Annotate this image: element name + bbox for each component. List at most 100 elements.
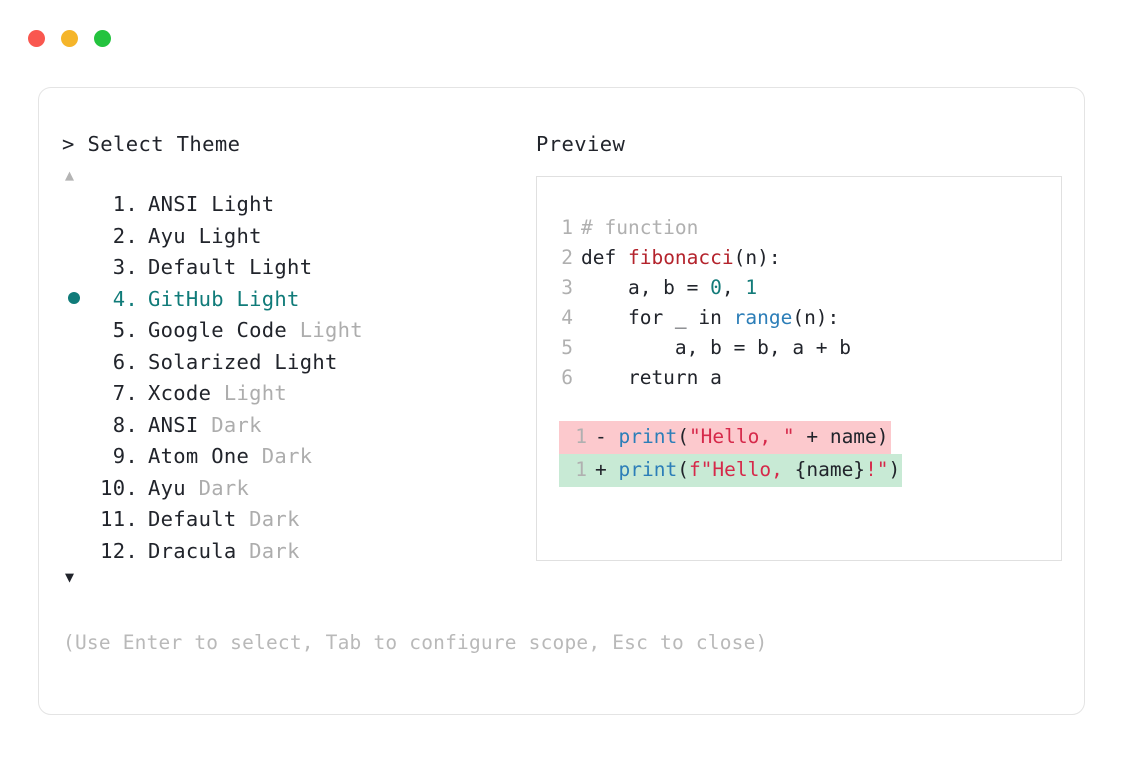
theme-item-index: 2. [112,223,138,248]
code-token: + name) [794,425,889,448]
line-number: 2 [561,246,573,269]
theme-list-item[interactable]: 5.Google Code Light [62,318,532,350]
theme-item-variant: Dark [249,444,313,468]
code-token: "Hello, " [688,425,795,448]
theme-list-item[interactable]: 12. Dracula Dark [62,539,532,571]
line-number: 4 [561,306,573,329]
theme-list-item[interactable]: 8. ANSI Dark [62,413,532,445]
theme-list-item[interactable]: 3. Default Light [62,255,532,287]
scroll-down-icon[interactable]: ▼ [65,568,75,586]
code-token: fibonacci [627,246,734,269]
code-line: 1# function [551,213,1061,243]
theme-item-variant: Dark [236,507,300,531]
theme-item-index: 10. [100,475,138,500]
theme-item-name: Default Light [148,255,313,279]
line-number: 1 [575,425,587,448]
line-number: 1 [575,458,587,481]
theme-item-index: 12. [100,538,138,563]
theme-item-index: 4. [112,286,138,311]
code-token: (n): [792,306,840,329]
code-token: range [733,306,793,329]
theme-item-index: 9. [112,444,138,468]
diff-highlight: 1 + print(f"Hello, {name}!") [559,454,903,487]
code-line: 5 a, b = b, a + b [551,333,1061,363]
theme-item-variant: Dark [236,538,300,563]
code-line: 4 for _ in range(n): [551,303,1061,333]
code-token: {name} [794,458,866,481]
code-token: # function [581,216,699,239]
diff-marker: - [595,425,619,448]
diff-line-add: 1 + print(f"Hello, {name}!") [551,454,1061,487]
code-token: 0 [710,276,722,299]
line-number: 5 [561,336,573,359]
maximize-window-button[interactable] [94,30,111,47]
theme-list-item[interactable]: 11. Default Dark [62,507,532,539]
keyboard-hint: (Use Enter to select, Tab to configure s… [63,631,768,654]
code-token: a, b = [581,276,711,299]
code-token: a, b = b, a + b [581,336,852,359]
theme-item-name: Ayu [148,475,186,500]
theme-list: 1. ANSI Light 2. Ayu Light 3. Default Light 4.… [62,192,532,570]
preview-label: Preview [536,132,626,156]
theme-list-item[interactable]: 9. Atom One Dark [62,444,532,476]
code-token: 1 [745,276,758,299]
theme-item-name: Default [148,507,237,531]
theme-list-item[interactable]: 7.Xcode Light [62,381,532,413]
theme-item-index: 6. [112,349,138,374]
line-number: 6 [561,366,573,389]
theme-item-name: Atom One [148,444,250,468]
theme-list-item[interactable]: 4. GitHub Light [62,287,532,319]
theme-selector-card: > Select Theme ▲ 1. ANSI Light 2. Ayu Light… [38,87,1085,715]
theme-item-name: Solarized Light [148,349,338,374]
theme-item-variant: Light [211,381,288,405]
theme-selector-panel: > Select Theme ▲ 1. ANSI Light 2. Ayu Light… [62,132,532,588]
theme-item-index: 8. [112,412,138,437]
theme-list-item[interactable]: 2. Ayu Light [62,224,532,256]
theme-item-name: Xcode [148,381,212,405]
window-controls [28,30,111,47]
selected-bullet-icon [68,291,80,304]
code-token: for _ in [581,306,734,329]
theme-item-variant: Dark [185,475,250,500]
code-token: , [721,276,746,299]
theme-item-name: Google Code [148,318,288,342]
theme-item-name: Ayu Light [148,223,262,248]
close-window-button[interactable] [28,30,45,47]
code-line: 6 return a [551,363,1061,393]
theme-item-index: 5. [112,318,138,342]
selection-bullet-cell [62,287,92,311]
code-token: print [618,458,678,481]
theme-item-index: 3. [112,255,138,279]
code-token: f"Hello, [688,458,795,481]
code-line: 2 def fibonacci(n): [551,243,1061,273]
theme-item-index: 1. [112,192,138,216]
diff-line-del: 1- print("Hello, " + name) [551,421,1061,454]
minimize-window-button[interactable] [61,30,78,47]
theme-list-item[interactable]: 10. Ayu Dark [62,476,532,508]
theme-item-name: ANSI Light [148,192,275,216]
theme-item-name: GitHub Light [148,286,300,311]
code-token: def [581,246,628,269]
code-token: return a [581,366,722,389]
theme-item-index: 11. [100,507,138,531]
line-number: 3 [561,276,573,299]
code-token: !" [865,458,889,481]
code-token: ) [888,458,901,481]
theme-list-item[interactable]: 6. Solarized Light [62,350,532,382]
code-token: ( [677,458,689,481]
scroll-up-icon[interactable]: ▲ [65,166,75,184]
page-title: > Select Theme [62,132,241,156]
diff-block: 1- print("Hello, " + name)1+ print(f"Hel… [537,421,1061,487]
theme-item-variant: Dark [198,412,262,437]
theme-item-name: Dracula [148,538,237,563]
diff-marker: + [595,458,619,481]
theme-list-item[interactable]: 1. ANSI Light [62,192,532,224]
theme-item-name: ANSI [148,412,199,437]
code-line: 3 a, b = 0, 1 [551,273,1061,303]
code-token: print [618,425,678,448]
code-token: ( [677,425,689,448]
code-token: (n): [733,246,781,269]
